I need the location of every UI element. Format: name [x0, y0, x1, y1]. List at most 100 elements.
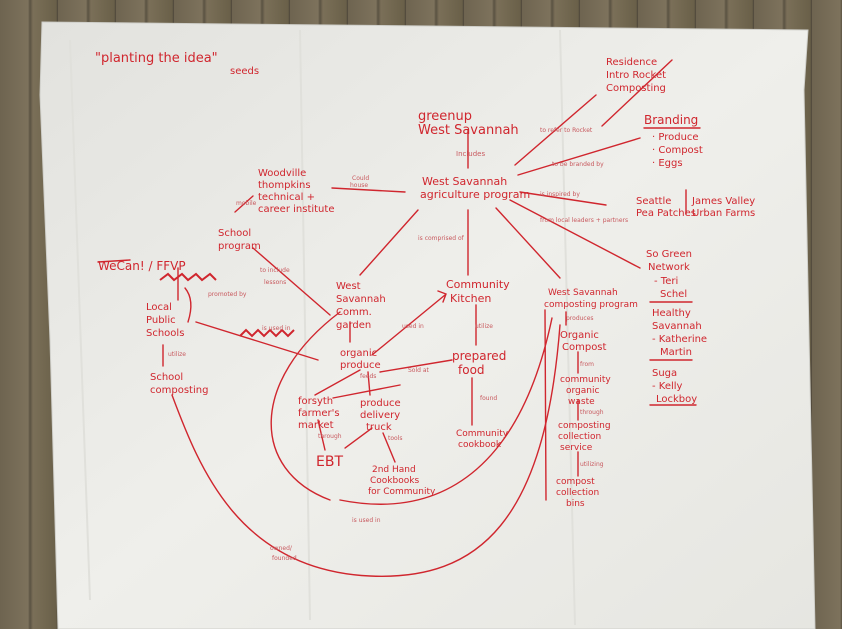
edge-inspired: is inspired by — [540, 191, 580, 198]
node-woodville-2: thompkins — [258, 180, 311, 191]
node-forsyth-market: forsyth — [298, 396, 333, 407]
node-branding: Branding — [644, 113, 698, 127]
edge-used3: is used in — [352, 517, 381, 524]
node-collection-service: composting — [558, 421, 611, 431]
edge-produces: produces — [566, 315, 594, 322]
edge-used: is used in — [262, 325, 291, 332]
node-school-program-2: program — [218, 241, 261, 252]
node-delivery-truck: produce — [360, 398, 401, 409]
node-community-kitchen-2: Kitchen — [450, 292, 491, 305]
node-organic-compost-2: Compost — [562, 342, 607, 353]
edge-includes: Includes — [456, 150, 485, 158]
node-ws-garden-4: garden — [336, 320, 371, 331]
healthy-martin: Martin — [660, 347, 692, 358]
edge-branded: to be branded by — [552, 161, 604, 168]
suga-lockboy: Lockboy — [656, 394, 697, 405]
node-woodville-4: career institute — [258, 204, 334, 215]
sogreen-teri: - Teri — [654, 276, 678, 287]
edge-through2: through — [318, 433, 342, 440]
node-collection-service-3: service — [560, 443, 593, 453]
branding-eggs: · Eggs — [652, 158, 683, 169]
sogreen-schel: Schel — [660, 289, 687, 300]
node-school-composting: School — [150, 372, 183, 383]
node-ws-composting: West Savannah — [548, 288, 618, 298]
suga-kelly: - Kelly — [652, 381, 683, 392]
node-organic-waste-3: waste — [568, 397, 595, 407]
node-seattle-2: Pea Patches — [636, 208, 696, 219]
node-ws-ag-program-2: agriculture program — [420, 188, 530, 201]
node-ws-ag-program: West Savannah — [422, 175, 507, 188]
node-healthy: Healthy — [652, 308, 691, 319]
node-healthy-2: Savannah — [652, 321, 702, 332]
node-delivery-truck-3: truck — [366, 422, 392, 433]
node-sogreen-2: Network — [648, 262, 690, 273]
edge-from: from — [580, 361, 594, 368]
node-wecan: WeCan! / FFVP — [98, 259, 186, 273]
node-residence-3: Composting — [606, 83, 666, 94]
node-residence-2: Intro Rocket — [606, 70, 666, 81]
edge-comprised: is comprised of — [418, 235, 465, 242]
node-seattle: Seattle — [636, 196, 671, 207]
node-greenup-2: West Savannah — [418, 123, 519, 138]
node-forsyth-market-2: farmer's — [298, 408, 340, 419]
title-text: "planting the idea" — [95, 51, 218, 66]
node-collection-bins: compost — [556, 477, 595, 487]
healthy-katherine: - Katherine — [652, 334, 707, 345]
node-ws-garden: West — [336, 281, 361, 292]
node-local-schools-2: Public — [146, 315, 176, 326]
edge-sold: Sold at — [408, 367, 430, 374]
edge-local: from local leaders + partners — [540, 217, 628, 224]
node-forsyth-market-3: market — [298, 420, 334, 431]
edge-mobile: mobile — [236, 200, 257, 207]
node-community-cookbook: Community — [456, 429, 509, 439]
node-ws-garden-3: Comm. — [336, 307, 372, 318]
node-school-program: School — [218, 228, 251, 239]
connector-lines — [97, 59, 701, 577]
node-organic-produce-2: produce — [340, 360, 381, 371]
node-ws-composting-2: composting program — [544, 300, 638, 310]
edge-owned: owned/ — [270, 545, 293, 552]
node-residence: Residence — [606, 57, 657, 68]
node-community-cookbook-2: cookbook — [458, 440, 502, 450]
edge-house: house — [350, 182, 368, 189]
edge-refer: to refer to Rocket — [540, 127, 593, 134]
edge-tools: tools — [388, 435, 403, 442]
edge-found: found — [480, 395, 497, 402]
node-cookbooks-2: Cookbooks — [370, 476, 419, 486]
node-sogreen: So Green — [646, 249, 692, 260]
node-local-schools: Local — [146, 302, 172, 313]
edge-through: through — [580, 409, 604, 416]
edge-promoted: promoted by — [208, 291, 247, 298]
node-james: James Valley — [691, 196, 755, 207]
node-woodville-3: technical + — [258, 192, 315, 203]
branding-compost: · Compost — [652, 145, 703, 156]
edge-include: to include — [260, 267, 290, 274]
node-ebt: EBT — [316, 454, 343, 470]
node-ws-garden-2: Savannah — [336, 294, 386, 305]
node-suga: Suga — [652, 368, 677, 379]
edge-lessons: lessons — [264, 279, 286, 286]
node-labels: "planting the idea" seeds greenup West S… — [95, 51, 755, 509]
node-prepared-food-2: food — [458, 363, 485, 377]
node-delivery-truck-2: delivery — [360, 410, 400, 421]
node-greenup: greenup — [418, 109, 472, 124]
seeds-text: seeds — [230, 66, 259, 77]
node-organic-waste-2: organic — [566, 386, 599, 396]
edge-used2: used in — [402, 323, 424, 330]
edge-founded: founded — [272, 555, 297, 562]
edge-utilize: utilize — [168, 351, 186, 358]
node-organic-produce: organic — [340, 348, 377, 359]
node-community-kitchen: Community — [446, 278, 510, 291]
node-local-schools-3: Schools — [146, 328, 184, 339]
node-cookbooks: 2nd Hand — [372, 465, 416, 475]
node-woodville: Woodville — [258, 168, 306, 179]
edge-labels: Could house is comprised of is inspired … — [168, 127, 628, 562]
scribble-marks — [159, 272, 295, 338]
edge-feeds: feeds — [360, 373, 376, 380]
node-organic-waste: community — [560, 375, 611, 385]
edge-could: Could — [352, 175, 369, 182]
edge-utilize2: utilize — [475, 323, 493, 330]
node-collection-bins-3: bins — [566, 499, 585, 509]
